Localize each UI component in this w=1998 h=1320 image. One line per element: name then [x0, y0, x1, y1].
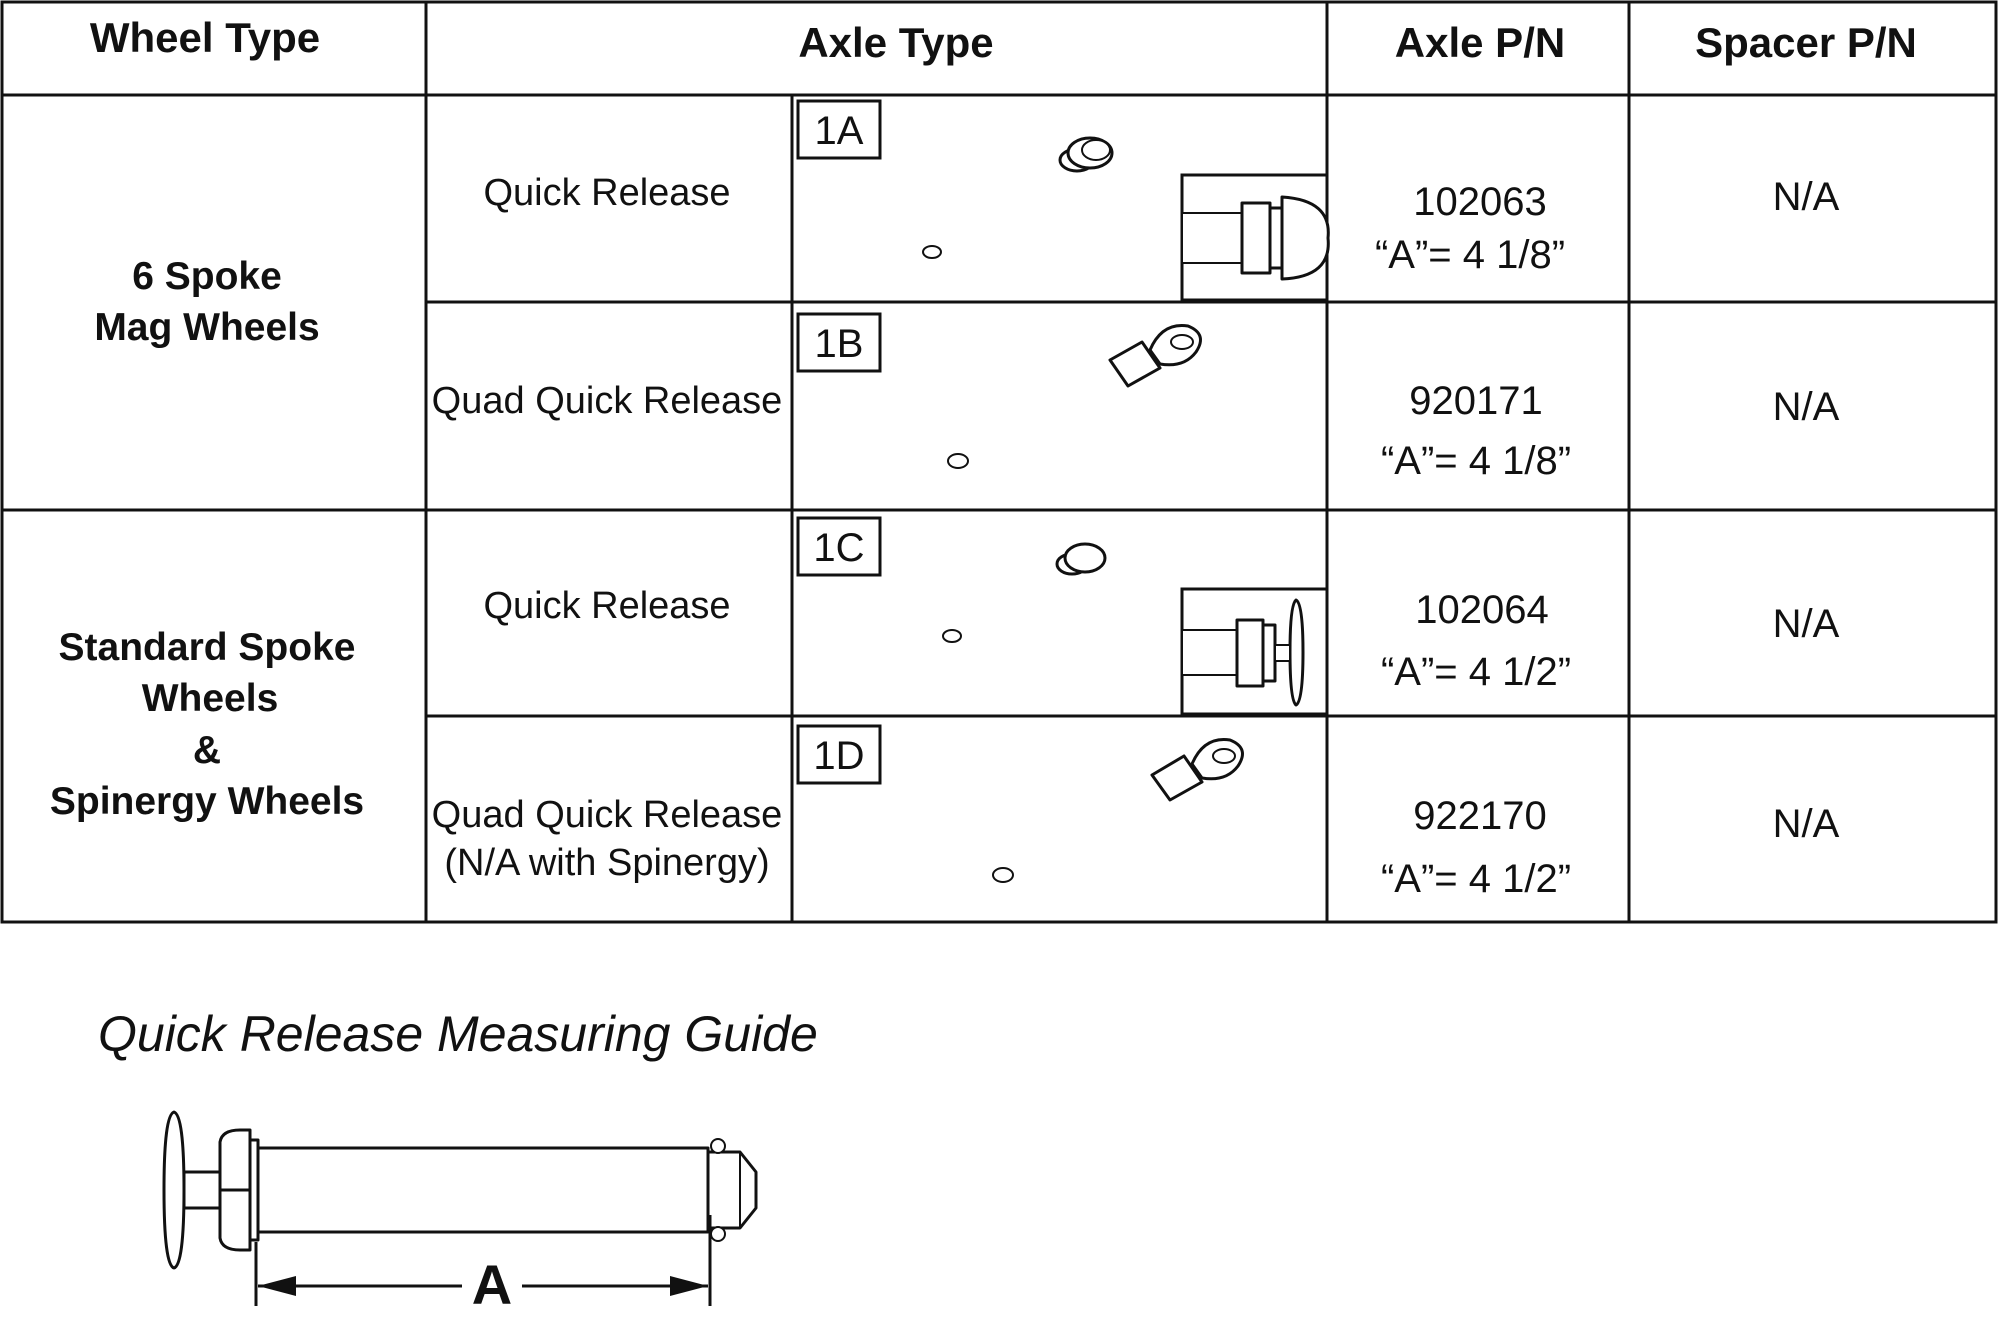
header-axle-pn: Axle P/N	[1395, 19, 1565, 66]
header-wheel-type: Wheel Type	[90, 14, 320, 61]
axle-tag-box	[796, 312, 882, 373]
table-row: Quick Release 1A 102063 “A”= 4 1/8” N/A	[483, 99, 1840, 302]
axle-tag-box	[796, 99, 882, 160]
axle-part-number: 922170	[1413, 794, 1546, 838]
axle-tag-box	[796, 724, 882, 785]
axle-table: Wheel Type Axle Type Axle P/N Spacer P/N…	[0, 0, 1998, 924]
wheel-type-label: &	[193, 729, 221, 772]
quick-release-axle-diagram	[162, 1110, 758, 1270]
wheel-type-label: 6 Spoke	[132, 255, 282, 298]
axle-part-number: 102064	[1415, 588, 1548, 632]
axle-type-label: Quick Release	[483, 585, 730, 627]
spacer-part-number: N/A	[1773, 802, 1840, 846]
axle-part-number: 102063	[1413, 180, 1546, 224]
axle-detail-inset	[1180, 587, 1329, 716]
header-axle-type: Axle Type	[798, 19, 993, 66]
dimension-label: A	[472, 1253, 512, 1316]
axle-type-label: Quick Release	[483, 172, 730, 214]
axle-dimension: “A”= 4 1/2”	[1381, 857, 1571, 901]
axle-type-label: Quad Quick Release	[432, 380, 783, 422]
quick-release-axle-icon	[922, 136, 1114, 259]
spacer-part-number: N/A	[1773, 175, 1840, 219]
wheel-type-label: Spinergy Wheels	[50, 780, 364, 823]
axle-tag-box	[796, 516, 882, 577]
axle-dimension: “A”= 4 1/2”	[1381, 650, 1571, 694]
dimension-line: A	[254, 1215, 712, 1316]
axle-detail-inset	[1180, 173, 1330, 302]
axle-tag: 1D	[813, 734, 864, 778]
header-spacer-pn: Spacer P/N	[1695, 19, 1917, 66]
quad-quick-release-axle-icon	[947, 324, 1202, 469]
axle-tag: 1C	[813, 526, 864, 570]
axle-tag: 1B	[815, 322, 864, 366]
wheel-type-label: Wheels	[142, 677, 279, 720]
axle-part-number: 920171	[1409, 379, 1542, 423]
wheel-type-label: Mag Wheels	[94, 306, 319, 349]
axle-tag: 1A	[815, 109, 864, 153]
axle-type-label: Quad Quick Release	[432, 794, 783, 836]
quick-release-axle-icon	[942, 542, 1107, 643]
table-row: Quad Quick Release (N/A with Spinergy) 1…	[432, 724, 1840, 901]
axle-type-note: (N/A with Spinergy)	[444, 842, 769, 884]
guide-title: Quick Release Measuring Guide	[98, 1006, 818, 1062]
spacer-part-number: N/A	[1773, 385, 1840, 429]
wheel-type-label: Standard Spoke	[59, 626, 356, 669]
measuring-guide-diagram: A	[162, 1110, 758, 1316]
quad-quick-release-axle-icon	[992, 738, 1244, 883]
table-grid	[0, 0, 1998, 924]
axle-dimension: “A”= 4 1/8”	[1375, 233, 1565, 277]
table-row: Quad Quick Release 1B 920171 “A”= 4 1/8”…	[432, 312, 1840, 483]
table-row: Quick Release 1C 102064 “A”= 4 1/2” N/A	[483, 516, 1840, 716]
spacer-part-number: N/A	[1773, 602, 1840, 646]
axle-dimension: “A”= 4 1/8”	[1381, 439, 1571, 483]
